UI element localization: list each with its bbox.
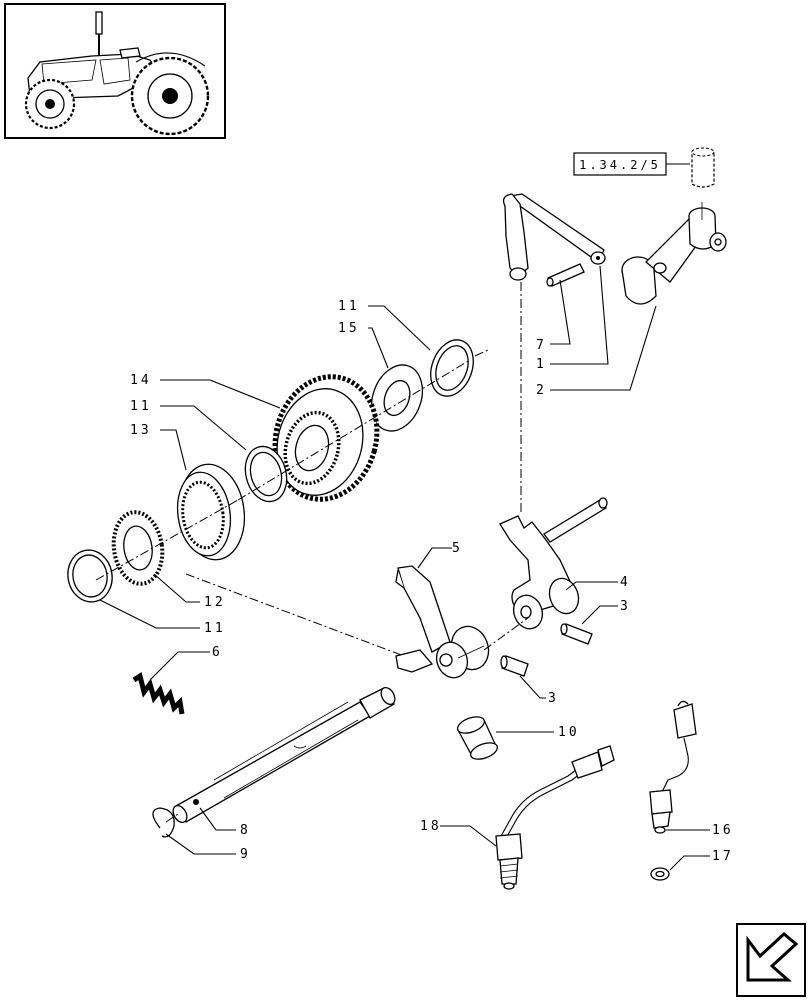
- callout-10: 10: [558, 725, 580, 740]
- roll-pin-part-3-upper: [560, 623, 593, 645]
- synchro-sleeve-part-13: [176, 463, 246, 561]
- callout-11-upper: 11: [338, 299, 360, 314]
- switch-part-16: [649, 700, 697, 834]
- callout-2: 2: [536, 383, 547, 398]
- callout-labels: 7 1 2 11 15 14 11 13 12 11 5 4 3 3 6 10 …: [130, 299, 734, 864]
- previous-page-arrow-icon[interactable]: [736, 923, 806, 997]
- tractor-thumbnail-icon: [4, 3, 226, 139]
- cross-reference-label: 1.34.2/5: [579, 158, 661, 172]
- roll-pin-part-7: [546, 263, 585, 287]
- callout-15: 15: [338, 321, 360, 336]
- roll-pin-part-3-lower: [500, 655, 529, 677]
- callout-1: 1: [536, 357, 547, 372]
- snap-ring-part-11-upper: [430, 339, 489, 397]
- callout-11-lower: 11: [204, 621, 226, 636]
- spring-part-6: [132, 671, 185, 715]
- callout-11-middle: 11: [130, 399, 152, 414]
- callout-14: 14: [130, 373, 152, 388]
- gear-part-14: [272, 374, 380, 502]
- callout-4: 4: [620, 575, 631, 590]
- callout-12: 12: [204, 595, 226, 610]
- callout-3-lower: 3: [548, 691, 559, 706]
- snap-ring-part-11-middle: [244, 445, 288, 503]
- sensor-part-18: [495, 745, 615, 890]
- selector-shaft-part-8: [172, 686, 396, 824]
- circlip-part-9: [152, 807, 175, 838]
- callout-6: 6: [212, 645, 223, 660]
- thrust-washer-part-15: [370, 364, 424, 432]
- washer-part-17: [650, 867, 670, 881]
- synchro-hub-part-12: [111, 510, 165, 586]
- callout-5: 5: [452, 541, 463, 556]
- callout-18: 18: [420, 819, 442, 834]
- cross-reference[interactable]: 1.34.2/5: [573, 152, 690, 176]
- callout-9: 9: [240, 847, 251, 862]
- snap-ring-part-11-lower: [67, 549, 113, 603]
- callout-7: 7: [536, 338, 547, 353]
- selector-lever-part-1: [502, 193, 606, 281]
- shift-fork-part-5: [395, 565, 490, 679]
- selector-arm-part-2: [621, 202, 727, 305]
- callout-8: 8: [240, 823, 251, 838]
- leader-lines: [99, 265, 710, 871]
- selector-fork-part-4: [499, 497, 608, 630]
- callout-3-upper: 3: [620, 599, 631, 614]
- callout-17: 17: [712, 849, 734, 864]
- callout-16: 16: [712, 823, 734, 838]
- pin-symbol-icon: [691, 147, 715, 188]
- bush-part-10: [456, 716, 499, 760]
- callout-13: 13: [130, 423, 152, 438]
